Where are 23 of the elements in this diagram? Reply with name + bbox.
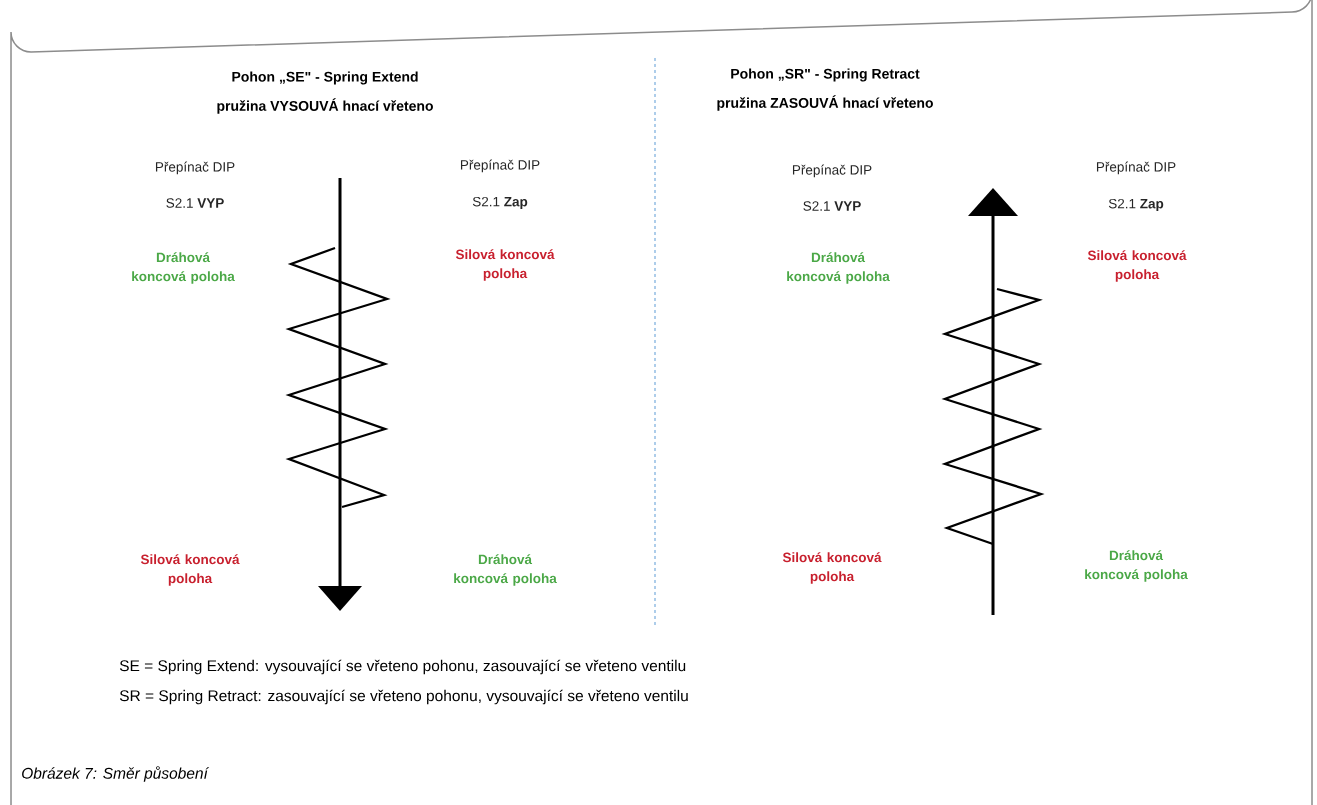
panel-title: Pohon „SR" - Spring Retract [731,68,920,82]
note-text: SR = Spring Retract: zasouvající se vřeteno pohonu, vysouvající se vřeteno ventilu [119,689,688,705]
end-position-label: Dráhová koncová poloha [787,252,890,284]
end-position-label: Dráhová koncová poloha [454,554,557,586]
switch-label: S2.1 Zap [1108,198,1164,212]
switch-label: Přepínač DIP [1097,161,1176,175]
switch-label: Přepínač DIP [156,161,235,175]
switch-label: S2.1 VYP [803,201,861,211]
panel-title: pružina ZASOUVÁ hnací vřeteno [717,95,933,111]
switch-label: Přepínač DIP [793,164,872,178]
panel-title: pružina VYSOUVÁ hnací vřeteno [217,98,433,114]
end-position-label: Dráhová koncová poloha [132,252,235,284]
switch-label: Přepínač DIP [461,159,540,173]
switch-label: S2.1 VYP [166,198,224,208]
end-position-label: Silová koncová poloha [140,554,240,586]
end-position-label: Dráhová koncová poloha [1085,550,1188,582]
end-position-label: Silová koncová poloha [782,552,882,584]
end-position-label: Silová koncová poloha [455,249,555,281]
note-text: SE = Spring Extend: vysouvající se vřeteno pohonu, zasouvající se vřeteno ventilu [119,659,686,675]
end-position-label: Silová koncová poloha [1087,250,1187,282]
panel-title: Pohon „SE" - Spring Extend [232,71,418,85]
switch-label: S2.1 Zap [472,196,528,210]
caption: Obrázek 7: Směr působení [22,766,210,782]
